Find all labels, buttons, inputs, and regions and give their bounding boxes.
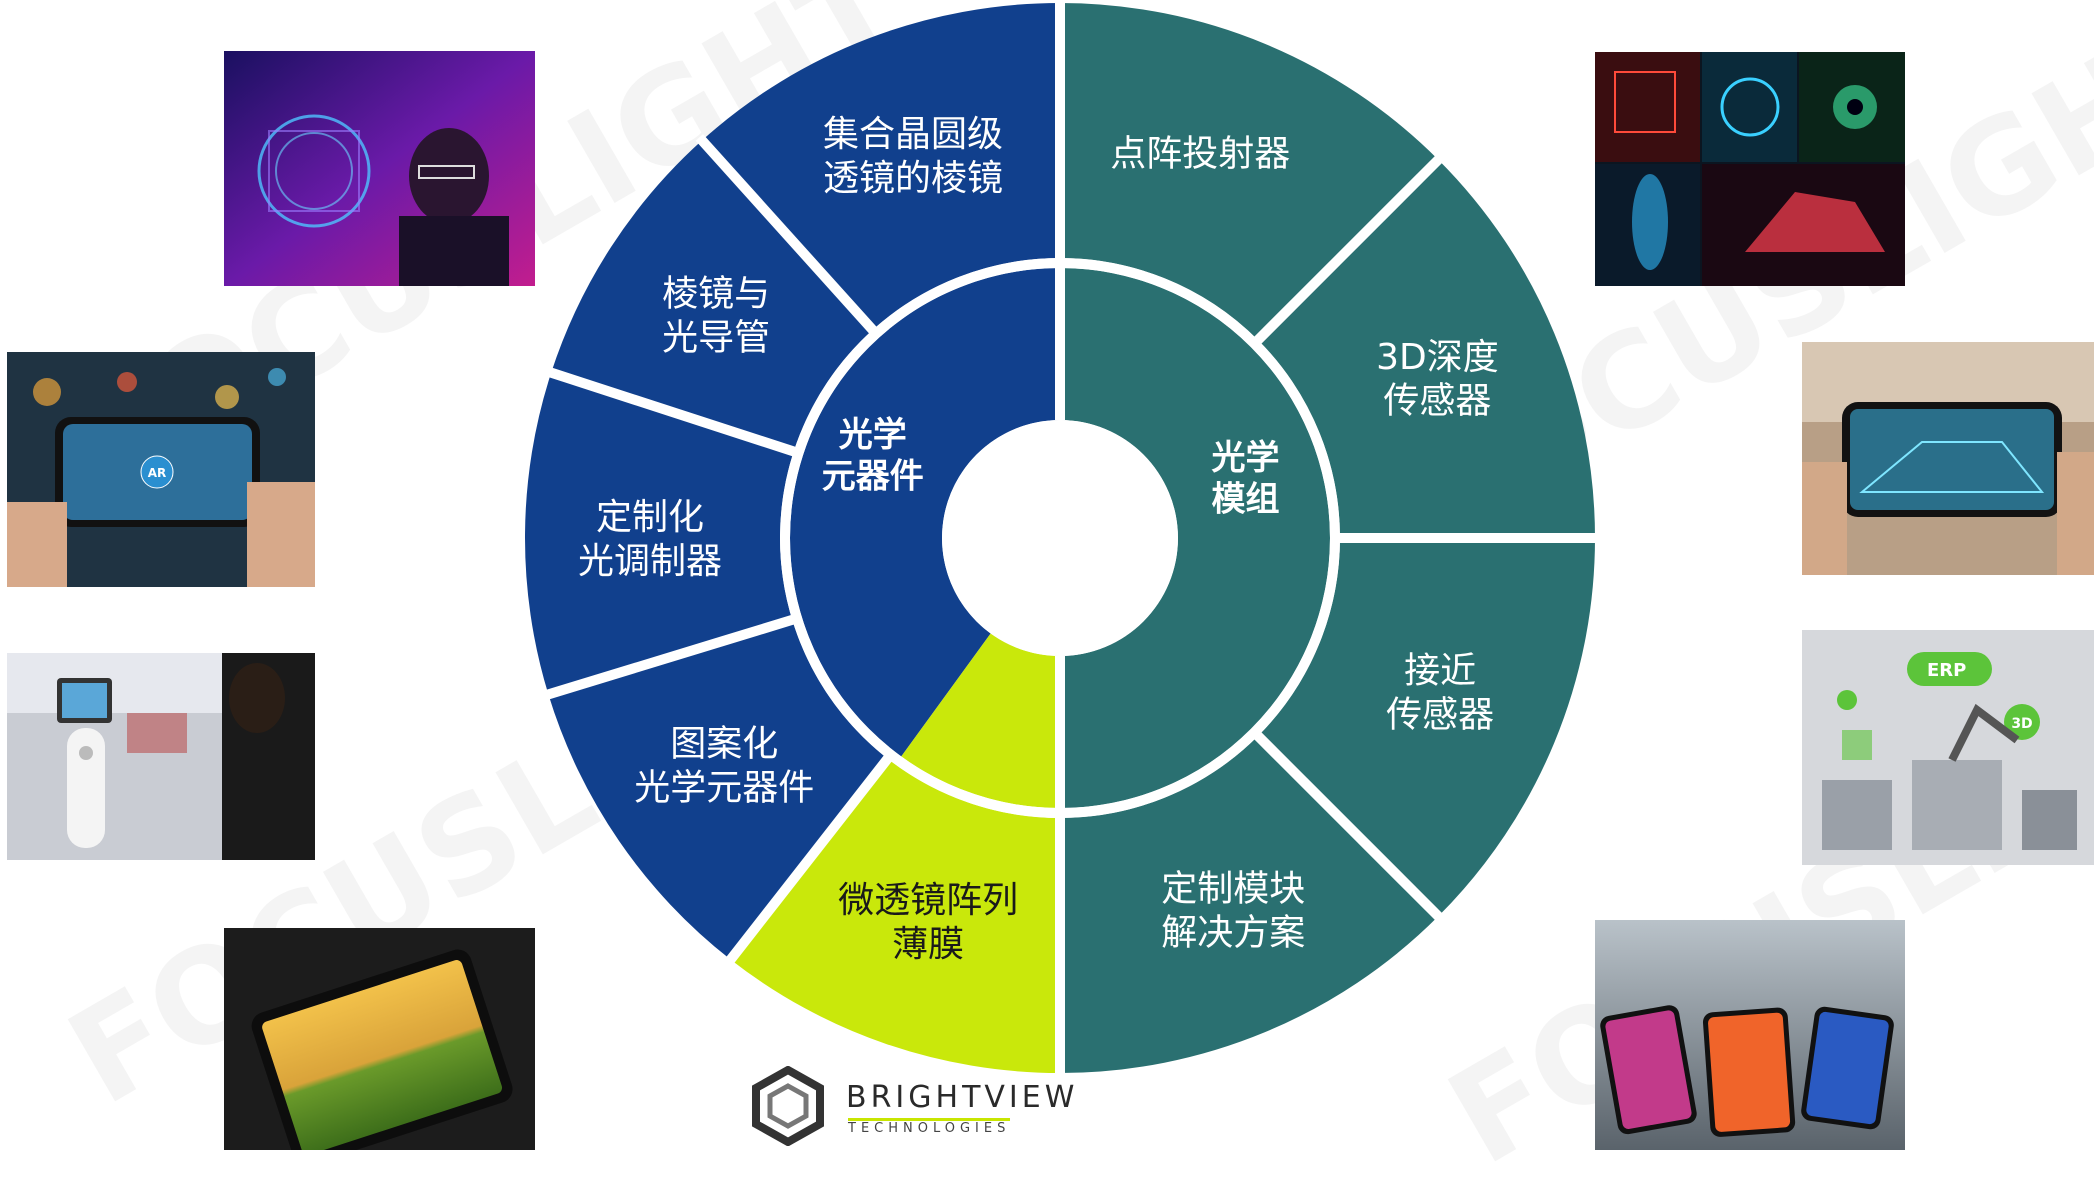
segment-label-left-2: 光导管 — [662, 318, 770, 359]
segment-label-left-5: 薄膜 — [892, 924, 964, 965]
segment-divider — [1250, 728, 1445, 923]
outer-segment-left-1 — [702, 3, 1060, 330]
segment-label-right-1: 点阵投射器 — [1110, 134, 1290, 175]
service-robot-photo — [7, 653, 315, 860]
segment-label-right-4: 解决方案 — [1161, 913, 1305, 954]
outer-segment-right-1 — [1060, 3, 1439, 341]
segment-label-right-4: 定制模块 — [1161, 869, 1305, 910]
erp-factory-illustration: ERP 3D — [1802, 630, 2094, 865]
smartphones-table-photo — [1595, 920, 1905, 1150]
inner-segment-lime — [901, 633, 1060, 808]
segment-divider — [695, 134, 880, 337]
outer-segment-right-4 — [1060, 735, 1439, 1073]
inner-label-right: 模组 — [1211, 480, 1279, 520]
brand-name: BRIGHTVIEW — [846, 1080, 1079, 1115]
segment-label-left-1: 集合晶圆级 — [823, 114, 1003, 155]
brand-sub: TECHNOLOGIES — [848, 1118, 1011, 1136]
product-wheel-diagram: 集合晶圆级透镜的棱镜棱镜与光导管定制化光调制器图案化光学元器件微透镜阵列薄膜点阵… — [524, 3, 1595, 1073]
segment-label-right-3: 传感器 — [1386, 695, 1494, 736]
inner-segment-left — [790, 268, 1060, 757]
inner-label-left: 元器件 — [822, 457, 924, 497]
phone-ar-street-photo: AR — [7, 352, 315, 587]
outer-segment-left-3 — [524, 372, 794, 695]
segment-label-left-5: 微透镜阵列 — [838, 880, 1018, 921]
segment-label-left-3: 光调制器 — [578, 541, 722, 582]
hexagon-logo-icon — [752, 1066, 824, 1146]
phone-room-scan-photo — [1802, 342, 2094, 575]
outer-segment-right-3 — [1257, 538, 1595, 917]
biometric-collage-photo — [1595, 52, 1905, 286]
outer-segment-left-5 — [730, 758, 1060, 1073]
ar-badge: AR — [148, 466, 167, 480]
outer-segment-left-4 — [548, 619, 888, 960]
3d-badge: 3D — [2011, 716, 2032, 732]
segment-divider — [1250, 153, 1445, 348]
center-hub — [942, 420, 1178, 656]
segment-divider — [543, 613, 799, 701]
erp-badge: ERP — [1927, 660, 1966, 681]
inner-segment-right — [1060, 268, 1330, 808]
ar-hologram-photo — [224, 51, 535, 286]
brightview-logo: BRIGHTVIEW TECHNOLOGIES — [748, 1066, 1074, 1146]
inner-label-left: 光学 — [839, 415, 907, 455]
segment-label-right-2: 传感器 — [1383, 381, 1491, 422]
inner-label-right: 光学 — [1211, 438, 1279, 478]
outer-segment-right-2 — [1257, 159, 1595, 538]
segment-divider — [545, 366, 801, 458]
segment-label-left-4: 图案化 — [670, 723, 778, 764]
segment-label-left-1: 透镜的棱镜 — [823, 158, 1003, 199]
tablet-landscape-photo — [224, 928, 535, 1150]
segment-divider — [724, 751, 895, 966]
segment-label-left-3: 定制化 — [596, 497, 704, 538]
segment-label-right-2: 3D深度 — [1376, 337, 1499, 378]
segment-label-right-3: 接近 — [1404, 651, 1476, 692]
segment-label-left-4: 光学元器件 — [634, 767, 814, 808]
outer-segment-left-2 — [551, 140, 873, 452]
segment-label-left-2: 棱镜与 — [662, 274, 770, 315]
